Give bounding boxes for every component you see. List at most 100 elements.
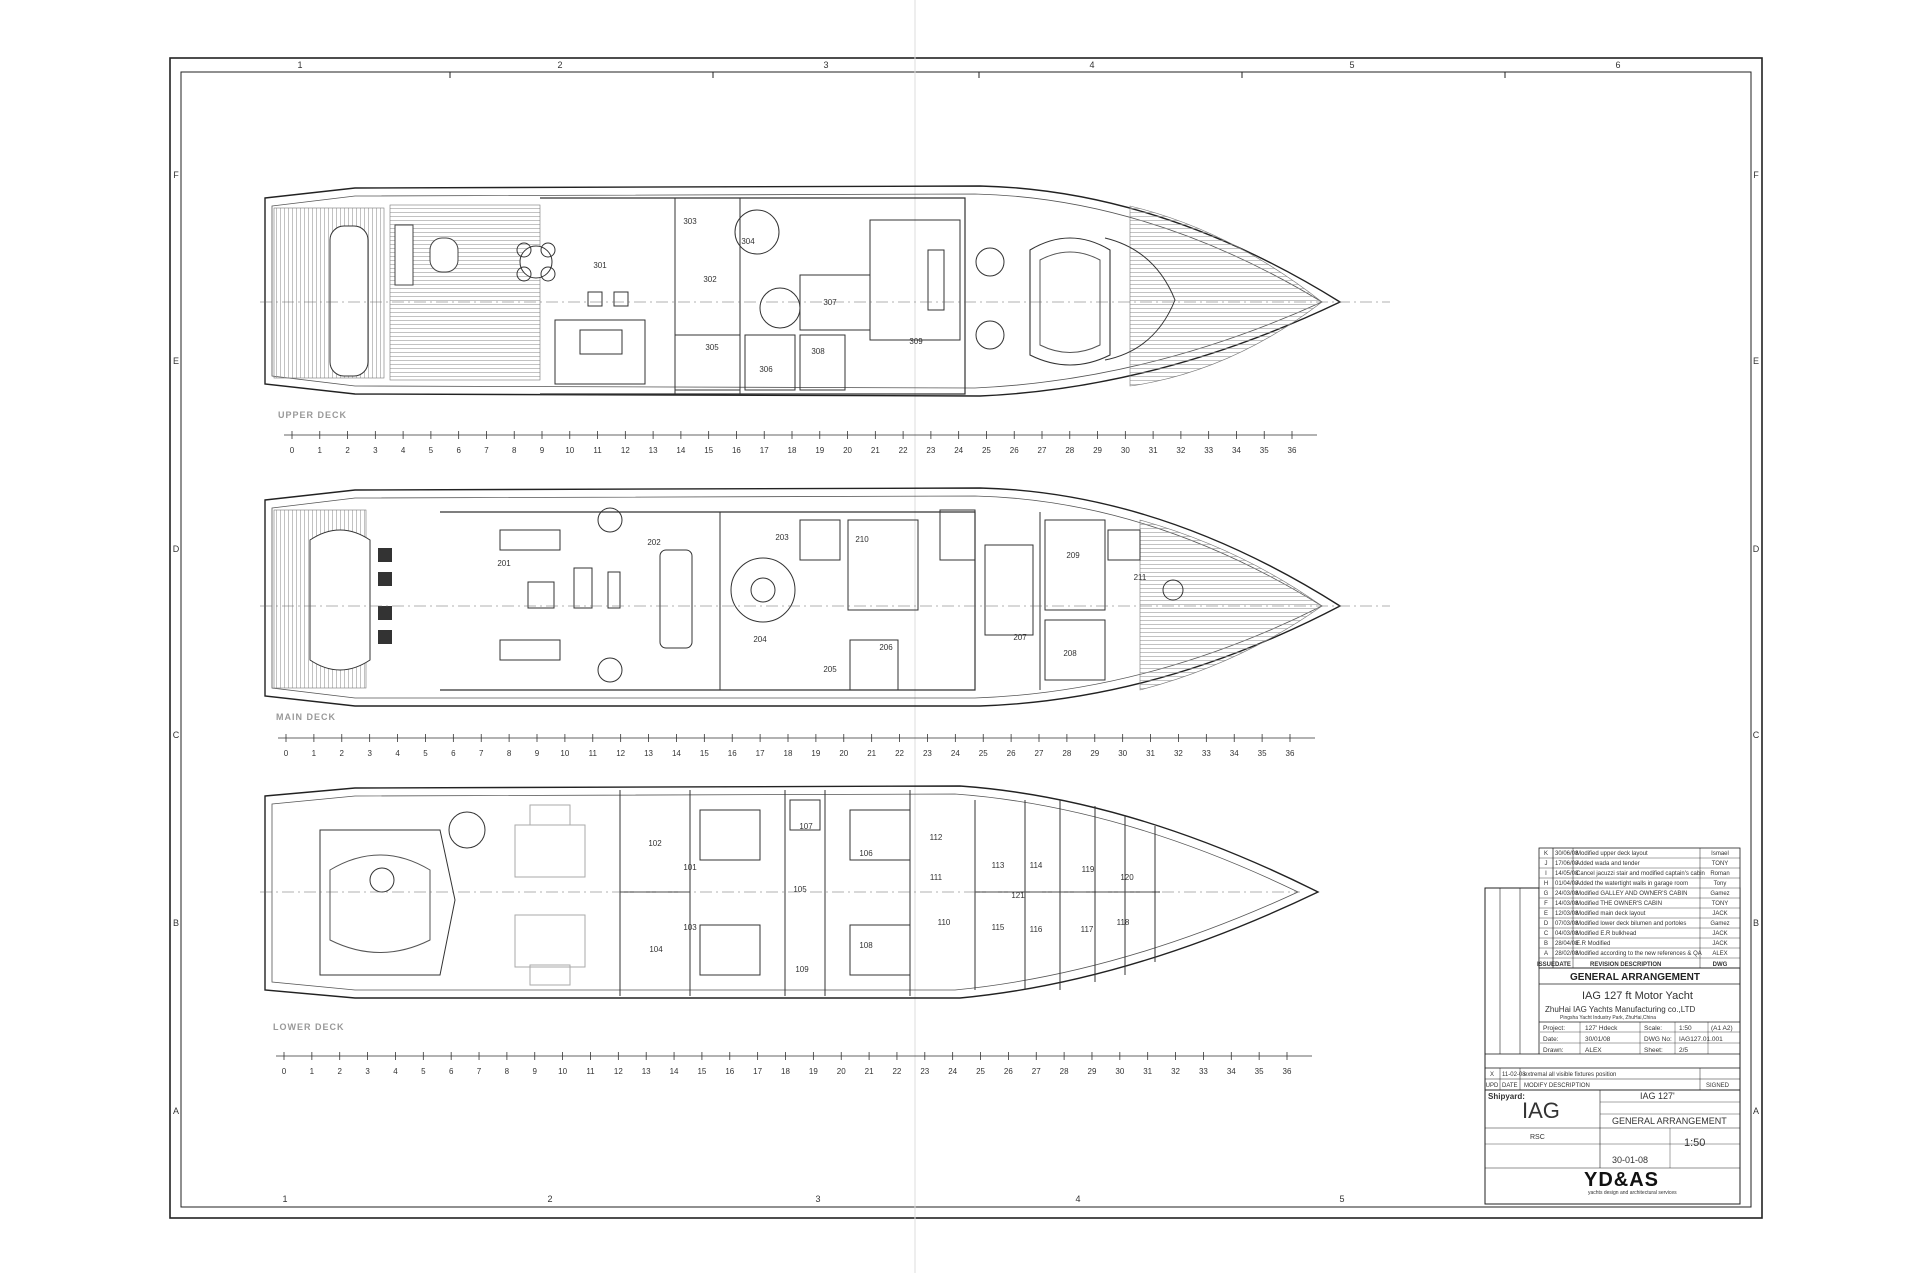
scale-tick-label: 8 [505, 1067, 510, 1076]
room-number: 120 [1120, 873, 1134, 882]
room-number: 103 [683, 923, 697, 932]
room-number: 102 [648, 839, 662, 848]
field-value: 30/01/08 [1585, 1036, 1611, 1043]
scale-tick-label: 4 [393, 1067, 398, 1076]
scale-tick-label: 15 [697, 1067, 706, 1076]
row-label: B [1753, 918, 1759, 928]
scale-tick-label: 30 [1118, 749, 1127, 758]
scale-tick-label: 13 [649, 446, 658, 455]
scale-tick-label: 21 [867, 749, 876, 758]
scale-tick-label: 7 [484, 446, 489, 455]
scale-tick-label: 5 [421, 1067, 426, 1076]
scale-tick-label: 25 [982, 446, 991, 455]
scale-tick-label: 11 [586, 1067, 595, 1076]
revision-date: 07/03/08 [1555, 921, 1579, 927]
room-number: 206 [879, 643, 893, 652]
scale-tick-label: 22 [899, 446, 908, 455]
scale-value: 1:50 [1684, 1137, 1705, 1149]
scale-tick-label: 18 [784, 749, 793, 758]
revision-by: TONY [1712, 861, 1729, 867]
revision-date: 01/04/08 [1555, 881, 1579, 887]
room-number: 118 [1117, 918, 1130, 927]
scale-tick-label: 28 [1065, 446, 1074, 455]
drawing-title: GENERAL ARRANGEMENT [1570, 972, 1700, 983]
row-label: E [173, 356, 179, 366]
revision-date: 28/04/08 [1555, 941, 1579, 947]
room-number: 112 [930, 833, 943, 842]
scale-tick-label: 9 [540, 446, 545, 455]
scale-tick-label: 27 [1038, 446, 1047, 455]
column-label: 3 [823, 60, 828, 70]
field-label: Project: [1543, 1025, 1565, 1032]
scale-tick-label: 12 [614, 1067, 623, 1076]
scale-tick-label: 20 [837, 1067, 846, 1076]
revision-letter: D [1544, 921, 1549, 927]
scale-tick-label: 36 [1286, 749, 1295, 758]
room-number: 119 [1082, 865, 1095, 874]
scale-tick-label: 3 [367, 749, 372, 758]
scale-tick-label: 1 [310, 1067, 315, 1076]
scale-tick-label: 12 [616, 749, 625, 758]
column-label: 3 [815, 1194, 820, 1204]
revision-date: 17/06/08 [1555, 861, 1579, 867]
checked-by: RSC [1530, 1134, 1545, 1141]
scale-tick-label: 1 [312, 749, 317, 758]
scale-tick-label: 27 [1035, 749, 1044, 758]
scale-tick-label: 30 [1121, 446, 1130, 455]
room-number: 306 [759, 365, 773, 374]
shipyard-name: IAG [1522, 1098, 1560, 1123]
scale-tick-label: 36 [1288, 446, 1297, 455]
revision-by: Tony [1714, 881, 1727, 887]
mod-col-2: DATE [1502, 1083, 1518, 1089]
revision-letter: B [1544, 941, 1548, 947]
scale-tick-label: 4 [395, 749, 400, 758]
scale-tick-label: 16 [732, 446, 741, 455]
revision-by: Gamez [1710, 891, 1729, 897]
scale-tick-label: 24 [948, 1067, 957, 1076]
revision-date: 14/03/08 [1555, 901, 1579, 907]
revision-description: Modified THE OWNER'S CABIN [1576, 901, 1662, 907]
revision-by: JACK [1712, 911, 1727, 917]
revision-letter: C [1544, 931, 1549, 937]
scale-tick-label: 20 [843, 446, 852, 455]
revision-letter: F [1544, 901, 1548, 907]
scale-tick-label: 33 [1204, 446, 1213, 455]
project-name: IAG 127' [1640, 1091, 1675, 1101]
revision-header: REVISION DESCRIPTION [1590, 962, 1661, 968]
room-number: 116 [1030, 925, 1043, 934]
field-label: Drawn: [1543, 1047, 1564, 1054]
revision-description: Modified E.R bulkhead [1576, 931, 1636, 937]
room-number: 101 [683, 863, 697, 872]
scale-tick-label: 2 [345, 446, 350, 455]
scale-tick-label: 21 [871, 446, 880, 455]
scale-tick-label: 3 [365, 1067, 370, 1076]
room-number: 104 [649, 945, 663, 954]
field-extra: (A1 A2) [1711, 1025, 1733, 1032]
drawing-frame [169, 0, 1763, 1273]
scale-tick-label: 17 [753, 1067, 762, 1076]
title-field-values: Project:127' HdeckDate:30/01/08Drawn:ALE… [1543, 1025, 1733, 1054]
room-number: 121 [1011, 891, 1025, 900]
room-number: 210 [855, 535, 869, 544]
revision-by: JACK [1712, 941, 1727, 947]
scale-tick-label: 19 [809, 1067, 818, 1076]
revision-date: 30/06/08 [1555, 851, 1579, 857]
room-number: 111 [930, 873, 943, 882]
scale-tick-label: 7 [477, 1067, 482, 1076]
revision-letter: G [1544, 891, 1549, 897]
room-number: 209 [1066, 551, 1080, 560]
drawing-date: 30-01-08 [1612, 1155, 1648, 1165]
room-number: 106 [859, 849, 873, 858]
scale-tick-label: 32 [1171, 1067, 1180, 1076]
scale-tick-label: 14 [676, 446, 685, 455]
column-label: 1 [297, 60, 302, 70]
revision-description: E.R Modified [1576, 941, 1610, 947]
room-number: 204 [753, 635, 767, 644]
